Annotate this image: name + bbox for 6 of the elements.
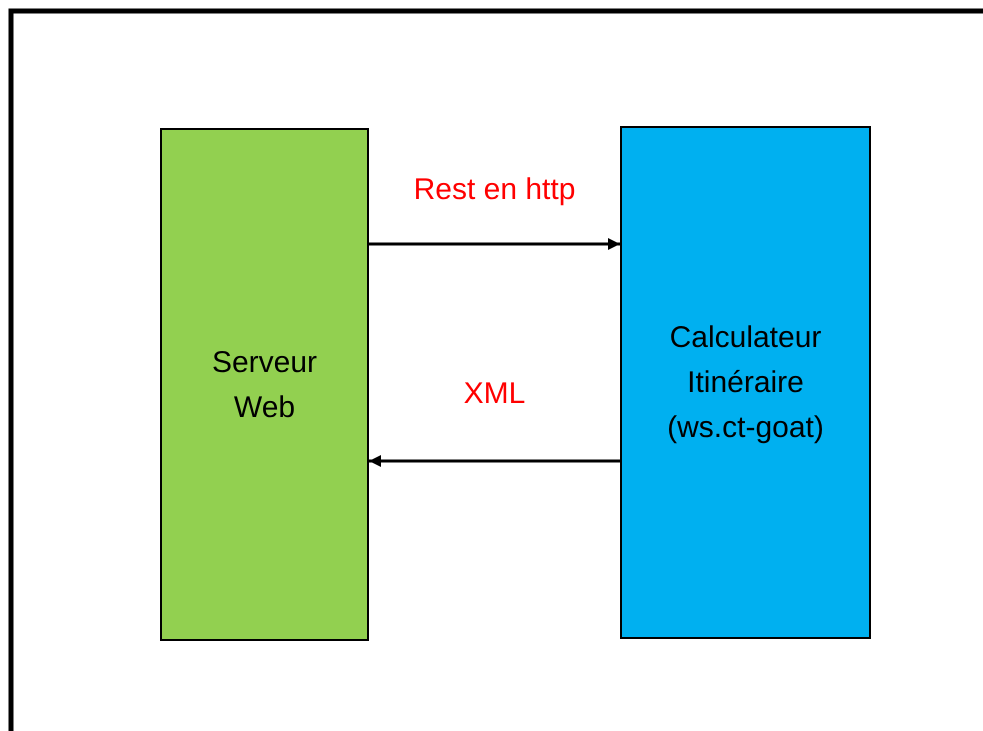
process-box [160,128,369,641]
process-box [620,126,871,639]
box-label: Calculateur Itinéraire (ws.ct-goat) [666,320,825,446]
box-label: Serveur Web [210,344,318,426]
arrow [369,455,620,467]
arrow [369,238,620,250]
